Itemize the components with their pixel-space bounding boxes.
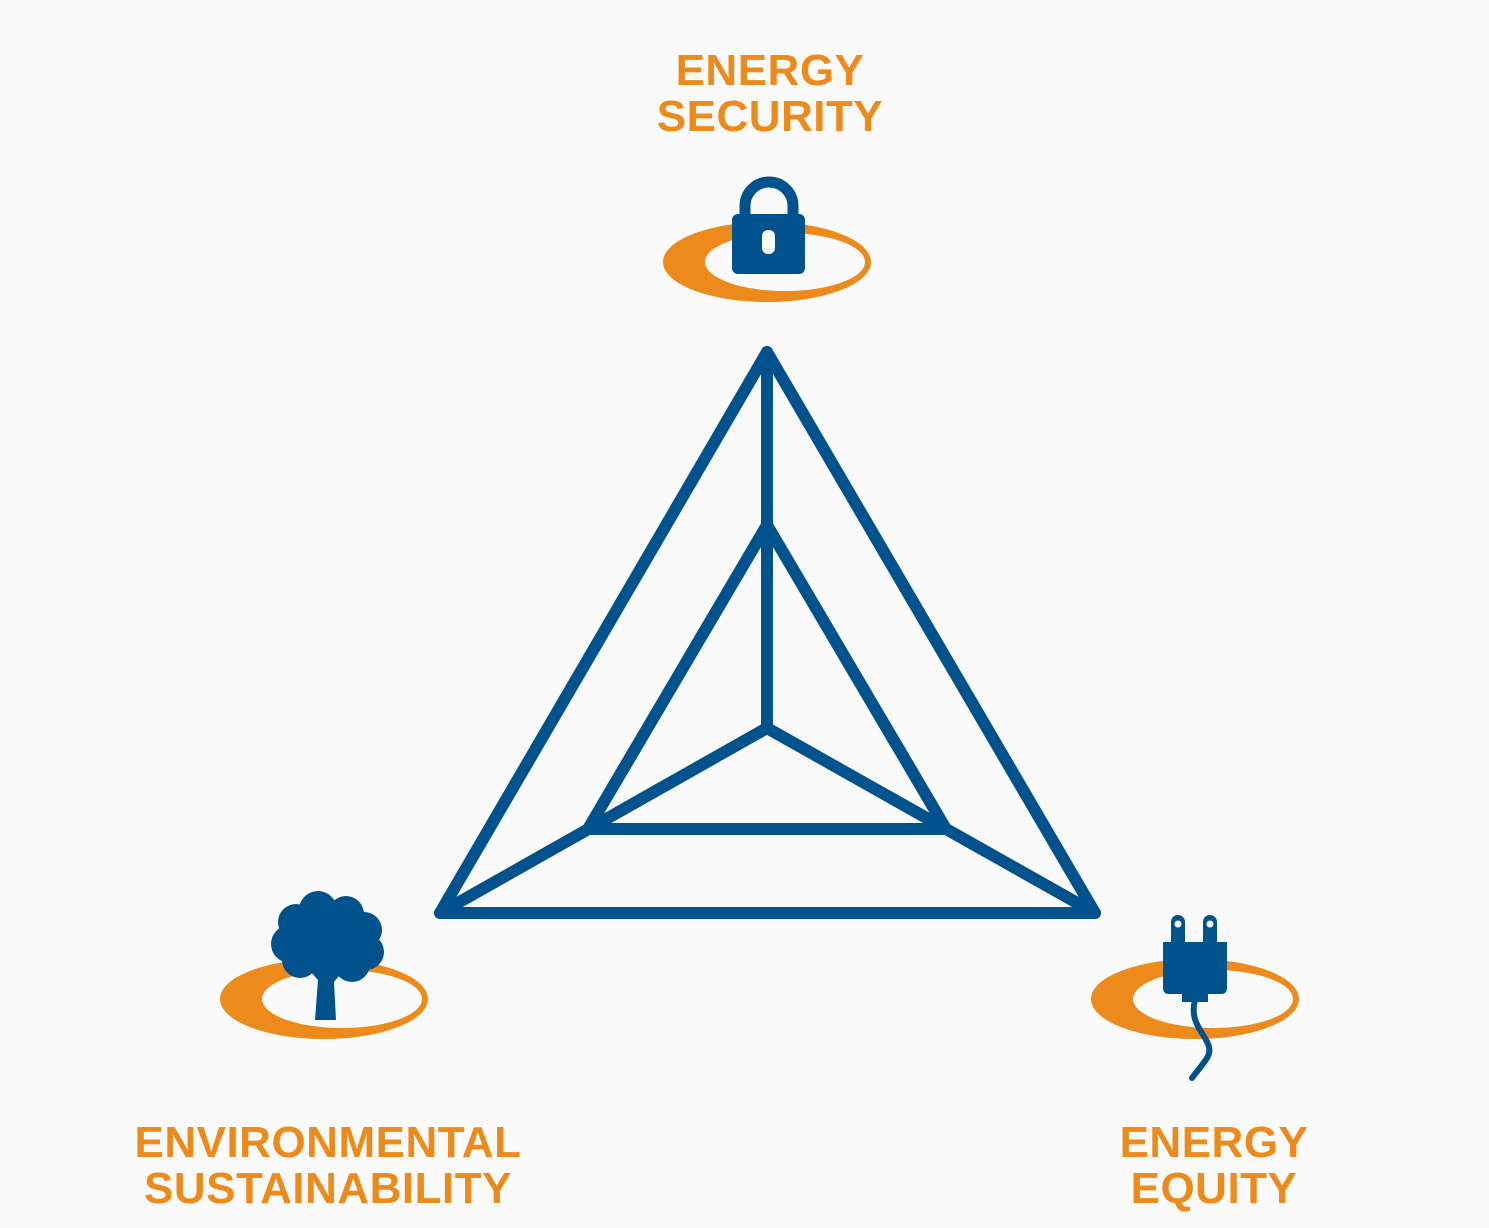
padlock-icon (732, 176, 805, 274)
label-energy-equity-line1: ENERGY (1119, 1118, 1309, 1167)
power-plug-icon (1163, 915, 1227, 1081)
spoke-left (434, 722, 773, 919)
label-energy-equity-line2: EQUITY (1130, 1164, 1298, 1213)
tree-icon (271, 891, 384, 1020)
security-node (663, 176, 871, 302)
label-environmental-sustainability-line2: SUSTAINABILITY (144, 1164, 512, 1213)
label-energy-equity: ENERGY EQUITY (1064, 1120, 1364, 1212)
label-environmental-sustainability-line1: ENVIRONMENTAL (134, 1118, 522, 1167)
inner-triangle (582, 519, 952, 835)
equity-node (1091, 915, 1299, 1081)
spoke-right (761, 722, 1101, 919)
label-environmental-sustainability: ENVIRONMENTAL SUSTAINABILITY (78, 1120, 578, 1212)
outer-triangle (434, 346, 1101, 919)
label-energy-security-line2: SECURITY (656, 92, 884, 141)
label-energy-security-line1: ENERGY (675, 46, 865, 95)
environment-node (220, 891, 428, 1039)
label-energy-security: ENERGY SECURITY (570, 48, 970, 140)
trilemma-pyramid (434, 346, 1101, 919)
